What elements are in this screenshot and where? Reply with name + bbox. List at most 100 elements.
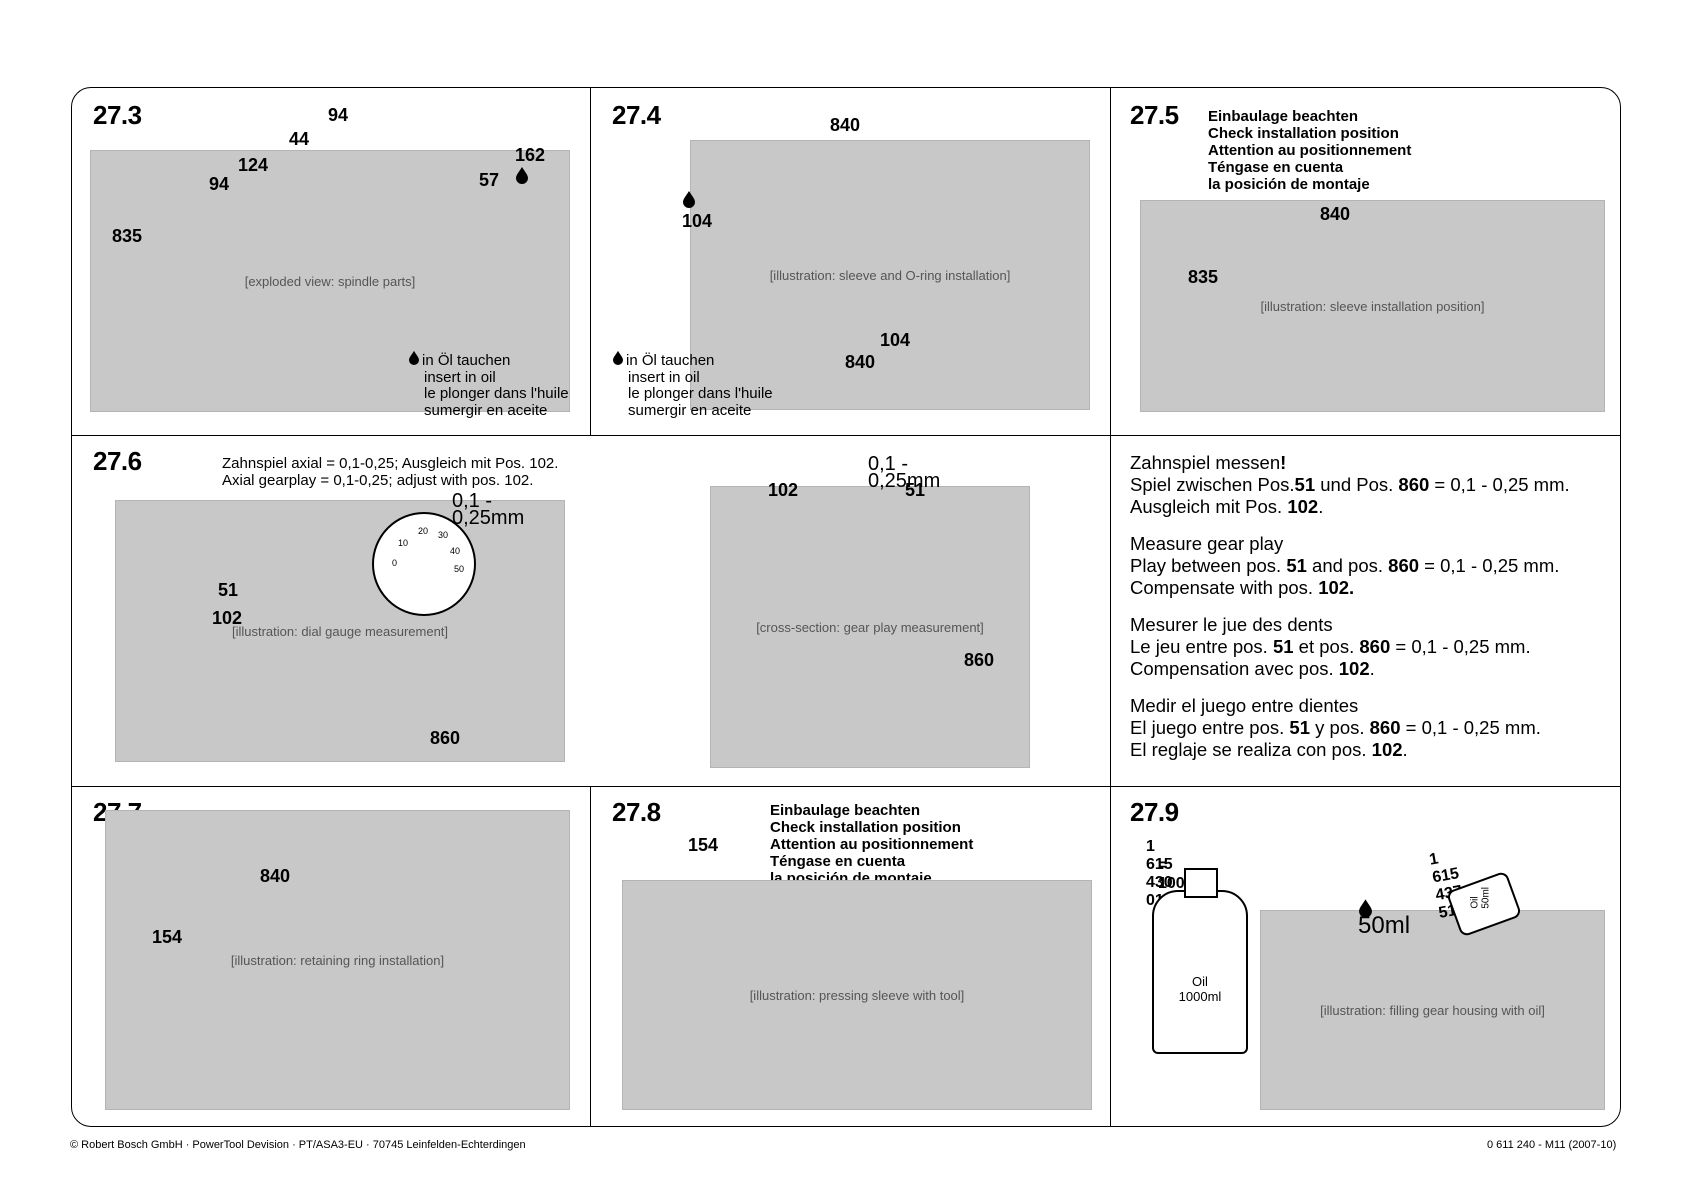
callout: 57	[479, 170, 500, 190]
instructions-title: Medir el juego entre dientes	[1130, 695, 1359, 716]
callout-text: 104	[682, 211, 713, 231]
oil-note-line: le plonger dans l'huile	[628, 385, 773, 402]
instructions-fr: Mesurer le jue des dents Le jeu entre po…	[1130, 614, 1570, 680]
callout: 44	[289, 129, 310, 149]
position-number: 860	[1388, 555, 1420, 576]
position-number: 51	[1289, 717, 1310, 738]
install-note-line: Check installation position	[1208, 125, 1399, 142]
pressing-tool-illustration: [illustration: pressing sleeve with tool…	[622, 880, 1092, 1110]
oil-filling-illustration: [illustration: filling gear housing with…	[1260, 910, 1605, 1110]
install-position-note: Einbaulage beachten Check installation p…	[1208, 108, 1411, 193]
dial-scale-label: 30	[438, 530, 449, 540]
install-note-line: Einbaulage beachten	[770, 802, 921, 819]
callout: 860	[964, 650, 995, 670]
callout: 94	[328, 105, 349, 125]
oil-drop-icon	[409, 350, 419, 365]
install-note-line: Attention au positionnement	[1208, 142, 1412, 159]
dial-scale-label: 20	[418, 526, 429, 536]
retaining-ring-illustration: [illustration: retaining ring installati…	[105, 810, 570, 1110]
dimension-label: 0,1 - 0,25mm	[868, 453, 941, 492]
callout: 94	[209, 174, 230, 194]
callout: 51	[905, 480, 926, 500]
install-note-line: la posición de montaje	[1208, 176, 1370, 193]
fill-amount: 50ml	[1358, 898, 1410, 938]
grid-divider-col2	[1110, 87, 1111, 1127]
oil-drop-icon	[1359, 899, 1372, 918]
oil-note-line: in Öl tauchen	[612, 350, 773, 370]
oil-note: in Öl tauchen insert in oil le plonger d…	[612, 350, 773, 419]
oil-drop-icon	[516, 167, 528, 184]
callout: 102	[768, 480, 799, 500]
fill-amount-text: 50ml	[1358, 912, 1411, 939]
oil-bottle-1000ml: Oil 1000ml	[1152, 868, 1248, 1054]
gear-play-instructions: Zahnspiel messen! Spiel zwischen Pos.51 …	[1130, 452, 1570, 776]
small-bottle-label: Oil 50ml	[1469, 886, 1492, 909]
oil-note-line: insert in oil	[628, 368, 700, 386]
callout: 104	[880, 330, 911, 350]
position-number: 860	[1359, 636, 1391, 657]
panel-number: 27.3	[93, 100, 142, 130]
grid-divider-col1-row3	[590, 786, 591, 1127]
position-number: 51	[1286, 555, 1307, 576]
gearplay-note: Zahnspiel axial = 0,1-0,25; Ausgleich mi…	[222, 455, 559, 489]
callout: 104	[682, 190, 712, 232]
oil-note-line: in Öl tauchen	[408, 350, 569, 370]
install-position-note: Einbaulage beachten Check installation p…	[770, 802, 973, 887]
dial-scale-label: 0	[392, 558, 398, 568]
install-note-line: Téngase en cuenta	[1208, 159, 1344, 176]
cross-section-illustration: [cross-section: gear play measurement]	[710, 486, 1030, 768]
position-number: 102	[1338, 658, 1370, 679]
callout: 154	[688, 835, 719, 855]
install-note-line: Téngase en cuenta	[770, 853, 906, 870]
callout: 162	[515, 145, 545, 187]
callout: 51	[218, 580, 239, 600]
dial-gauge-icon: 0 10 20 30 40 50	[372, 512, 476, 616]
bottle-label: Oil 1000ml	[1178, 974, 1222, 1004]
dial-scale-label: 10	[398, 538, 409, 548]
panel-number: 27.4	[612, 100, 661, 130]
instructions-title: Zahnspiel messen	[1130, 452, 1281, 473]
position-number: 102	[1371, 739, 1403, 760]
position-number: 860	[1369, 717, 1401, 738]
dial-gauge-measurement-illustration: [illustration: dial gauge measurement]	[115, 500, 565, 762]
callout: 840	[1320, 204, 1351, 224]
panel-number: 27.5	[1130, 100, 1179, 130]
dial-value-label: 0,1 - 0,25mm	[452, 490, 525, 529]
exploded-view-illustration: [exploded view: spindle parts]	[90, 150, 570, 412]
install-note-line: Check installation position	[770, 819, 961, 836]
callout: 124	[238, 155, 269, 175]
instructions-en: Measure gear play Play between pos. 51 a…	[1130, 533, 1570, 599]
oil-note-line: sumergir en aceite	[424, 401, 548, 419]
callout: 154	[152, 927, 183, 947]
copyright-footer: © Robert Bosch GmbH · PowerTool Devision…	[70, 1139, 526, 1151]
panel-number: 27.9	[1130, 797, 1179, 827]
oil-drop-icon	[613, 350, 623, 365]
instructions-de: Zahnspiel messen! Spiel zwischen Pos.51 …	[1130, 452, 1570, 517]
instructions-title: Measure gear play	[1130, 533, 1284, 554]
callout: 840	[830, 115, 861, 135]
grid-divider-row2	[71, 786, 1621, 787]
exclamation-mark: !	[1280, 452, 1287, 473]
oil-note-line: insert in oil	[424, 368, 496, 386]
instructions-es: Medir el juego entre dientes El juego en…	[1130, 695, 1570, 761]
instructions-title: Mesurer le jue des dents	[1130, 614, 1333, 635]
position-number: 51	[1272, 636, 1294, 657]
page-frame	[71, 87, 1621, 1127]
gearplay-note-line: Zahnspiel axial = 0,1-0,25; Ausgleich mi…	[222, 455, 559, 472]
callout: 860	[430, 728, 461, 748]
bearing-sleeve-illustration: [illustration: sleeve and O-ring install…	[690, 140, 1090, 410]
callout-text: 162	[515, 145, 546, 165]
grid-divider-row1	[71, 435, 1621, 436]
callout: 840	[260, 866, 291, 886]
bottle-cap	[1184, 868, 1218, 898]
install-note-line: Attention au positionnement	[770, 836, 974, 853]
gearplay-note-line: Axial gearplay = 0,1-0,25; adjust with p…	[222, 471, 534, 489]
panel-number: 27.8	[612, 797, 661, 827]
position-number: 860	[1398, 474, 1430, 495]
install-note-line: Einbaulage beachten	[1208, 108, 1359, 125]
oil-drop-icon	[683, 191, 695, 208]
dial-scale-label: 40	[450, 546, 461, 556]
panel-number: 27.6	[93, 446, 142, 476]
position-number: 102.	[1318, 577, 1355, 598]
position-number: 102	[1287, 496, 1319, 517]
